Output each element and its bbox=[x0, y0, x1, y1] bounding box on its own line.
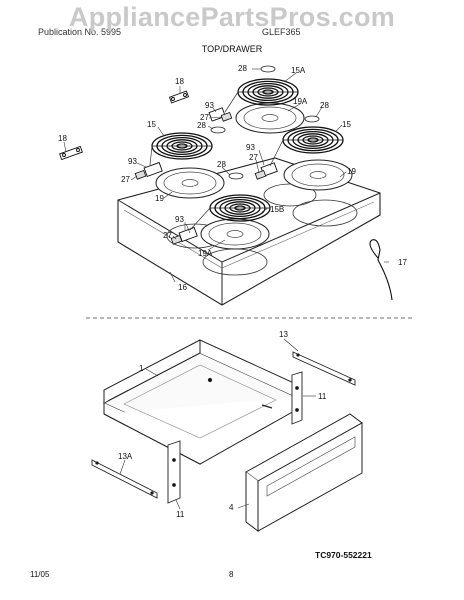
callout-27-left: 27 bbox=[121, 175, 130, 184]
callout-27-bottom: 27 bbox=[163, 231, 172, 240]
leader-lines bbox=[63, 68, 389, 283]
drip-pan-19-right bbox=[283, 159, 353, 191]
callout-11-left: 11 bbox=[176, 510, 185, 519]
callout-93-top: 93 bbox=[205, 101, 214, 110]
callout-16: 16 bbox=[178, 283, 187, 292]
footer-page-number: 8 bbox=[229, 570, 234, 579]
callout-18-top: 18 bbox=[175, 77, 184, 86]
publication-number: Publication No. 5995 bbox=[38, 27, 122, 37]
callout-13: 13 bbox=[279, 330, 288, 339]
callout-17: 17 bbox=[398, 258, 407, 267]
diagram-reference: TC970-552221 bbox=[315, 550, 372, 560]
watermark: AppliancePartsPros.com bbox=[68, 2, 396, 32]
footer-date: 11/05 bbox=[30, 570, 50, 579]
wiring bbox=[149, 91, 284, 231]
surface-element-15-right bbox=[282, 126, 344, 154]
callout-93-center: 93 bbox=[246, 143, 255, 152]
callout-18-left: 18 bbox=[58, 134, 67, 143]
wire-harness-17 bbox=[369, 239, 393, 301]
callout-1: 1 bbox=[139, 364, 144, 373]
page-title: TOP/DRAWER bbox=[201, 44, 263, 54]
callout-28-center: 28 bbox=[217, 160, 226, 169]
callout-15-left: 15 bbox=[147, 120, 156, 129]
callout-93-left: 93 bbox=[128, 157, 137, 166]
callout-19-left: 19 bbox=[155, 194, 164, 203]
callout-15-right: 15 bbox=[342, 120, 351, 129]
callout-15b: 15B bbox=[270, 205, 284, 214]
drip-pan-19a-bottom bbox=[200, 218, 270, 250]
callout-27-top: 27 bbox=[200, 113, 209, 122]
drawer-bracket-11 bbox=[167, 371, 303, 504]
callout-19-right: 19 bbox=[347, 167, 356, 176]
surface-element-15a bbox=[237, 78, 299, 106]
model-number: GLEF365 bbox=[262, 27, 301, 37]
callout-27-center: 27 bbox=[249, 153, 258, 162]
bracket-27 bbox=[134, 111, 267, 245]
drawer-leader-lines bbox=[119, 338, 316, 510]
drawer-front-4 bbox=[245, 413, 363, 532]
drawer-box bbox=[102, 339, 298, 465]
terminal-block-18 bbox=[59, 90, 190, 161]
drip-pan-19-left bbox=[155, 167, 225, 199]
callout-11-right: 11 bbox=[318, 392, 327, 401]
callout-4: 4 bbox=[229, 503, 234, 512]
callout-28-right: 28 bbox=[320, 101, 329, 110]
callout-28-top: 28 bbox=[238, 64, 247, 73]
drawer-slide bbox=[91, 351, 356, 499]
callout-13a: 13A bbox=[118, 452, 133, 461]
callout-28-mid-left: 28 bbox=[197, 121, 206, 130]
callout-15a: 15A bbox=[291, 66, 306, 75]
surface-element-15-left bbox=[151, 132, 213, 160]
callout-19a-bottom: 19A bbox=[198, 249, 213, 258]
callout-19a-top: 19A bbox=[293, 97, 308, 106]
callout-93-bottom: 93 bbox=[175, 215, 184, 224]
